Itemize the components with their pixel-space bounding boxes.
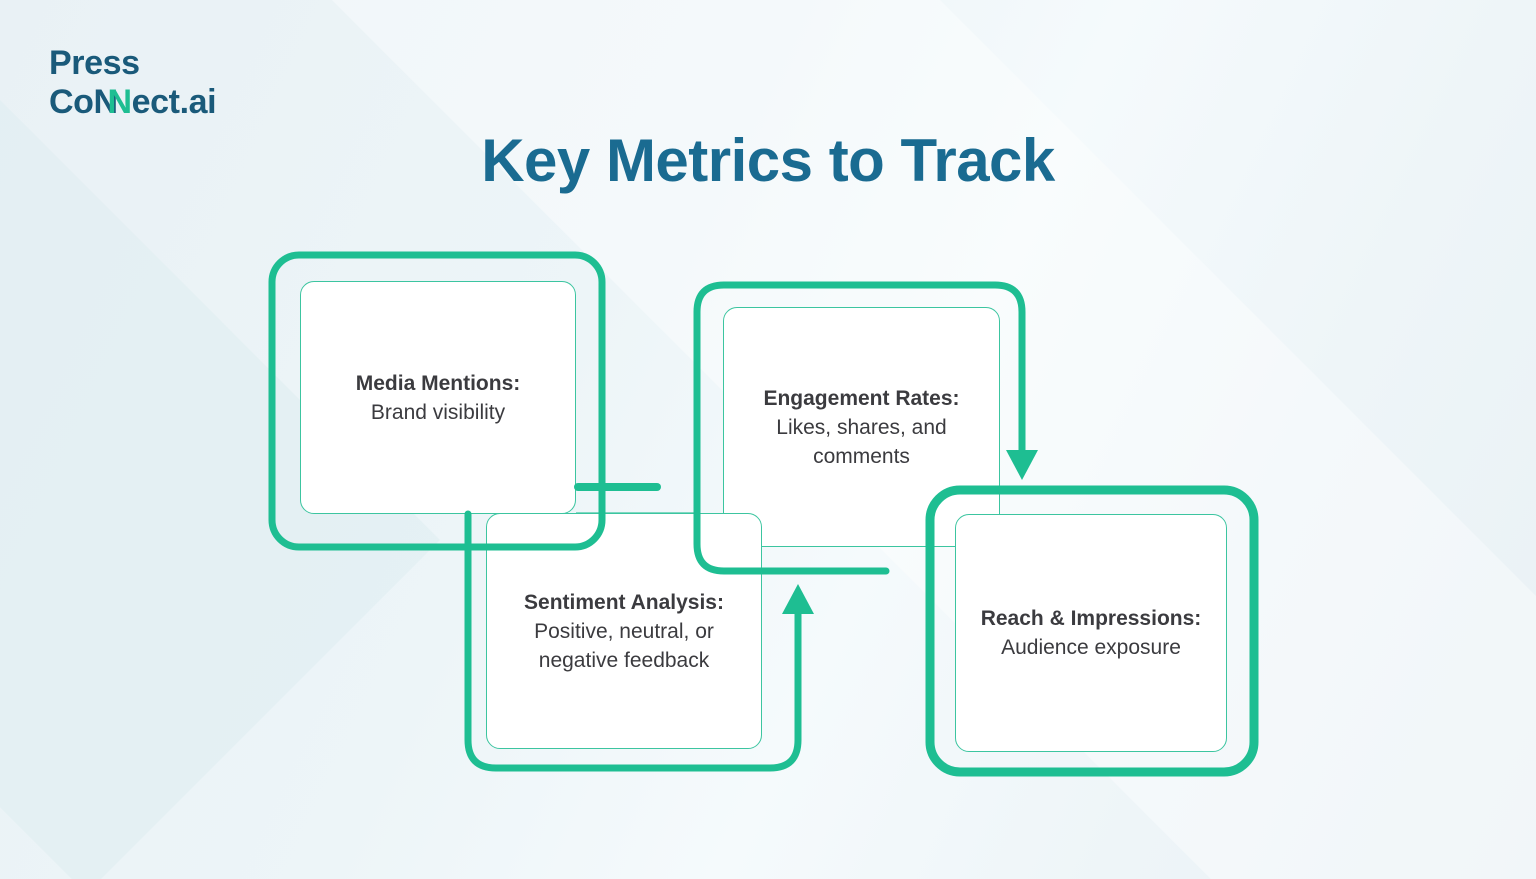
arrow-down-icon: [1006, 450, 1038, 480]
card-body: Brand visibility: [370, 400, 506, 424]
card-body: Likes, shares, and comments: [776, 415, 947, 468]
card-body: Audience exposure: [1001, 636, 1181, 659]
logo-line-connect: CoNNect.ai: [49, 83, 217, 122]
card-heading: Sentiment Analysis:: [524, 590, 724, 614]
logo-line-press: Press: [49, 44, 140, 82]
card-reach-impressions: Reach & Impressions: Audience exposure: [955, 514, 1227, 752]
logo-connect-n: N: [93, 83, 119, 122]
card-engagement-rates: Engagement Rates: Likes, shares, and com…: [723, 307, 1000, 547]
logo-connect-n-accent: N: [107, 83, 133, 122]
card-sentiment-analysis: Sentiment Analysis: Positive, neutral, o…: [486, 513, 762, 749]
card-media-mentions: Media Mentions: Brand visibility: [300, 281, 576, 514]
page-title: Key Metrics to Track: [481, 127, 1055, 194]
logo: Press CoNNect.ai: [49, 44, 217, 123]
card-body: Positive, neutral, or negative feedback: [534, 619, 714, 672]
card-heading: Engagement Rates:: [763, 386, 960, 410]
logo-connect-co: Co: [49, 83, 94, 122]
logo-connect-suffix: ect.ai: [131, 83, 217, 122]
card-heading: Media Mentions:: [355, 371, 521, 395]
card-heading: Reach & Impressions:: [980, 607, 1202, 630]
arrow-up-icon: [782, 584, 814, 614]
